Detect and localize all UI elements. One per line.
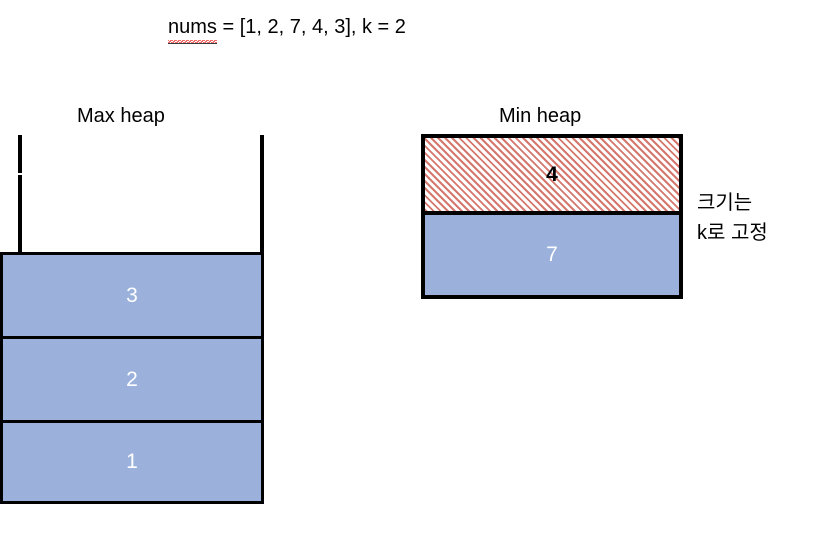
max-heap-cell[interactable]: 1 bbox=[0, 420, 264, 504]
misspelled-word-nums: nums bbox=[168, 14, 217, 44]
min-heap-box: 4 7 bbox=[421, 134, 683, 299]
min-heap-cell-value: 7 bbox=[546, 243, 558, 266]
max-heap-cell-value: 1 bbox=[126, 450, 138, 473]
page-title: nums = [1, 2, 7, 4, 3], k = 2 bbox=[168, 14, 406, 44]
size-annotation-line-1: 크기는 bbox=[697, 192, 753, 214]
min-heap-heading: Min heap bbox=[499, 105, 582, 127]
min-heap-cell[interactable]: 7 bbox=[425, 215, 679, 295]
max-heap-cell[interactable]: 3 bbox=[0, 252, 264, 336]
max-heap-left-wall-lower bbox=[18, 175, 22, 255]
size-annotation: 크기는 k로 고정 bbox=[697, 188, 768, 248]
size-annotation-line-2: k로 고정 bbox=[697, 222, 768, 244]
max-heap-cell[interactable]: 2 bbox=[0, 336, 264, 420]
title-rest: = [1, 2, 7, 4, 3], k = 2 bbox=[216, 16, 406, 38]
max-heap-cell-value: 2 bbox=[126, 367, 138, 391]
max-heap-right-wall bbox=[260, 135, 264, 255]
max-heap-cell-value: 3 bbox=[126, 283, 138, 307]
max-heap-stack: 3 2 1 bbox=[0, 252, 264, 504]
max-heap-left-wall-upper bbox=[18, 135, 22, 173]
min-heap-cell-value: 4 bbox=[546, 162, 558, 186]
min-heap-cell-hatched[interactable]: 4 bbox=[425, 138, 679, 215]
max-heap-heading: Max heap bbox=[77, 105, 165, 127]
